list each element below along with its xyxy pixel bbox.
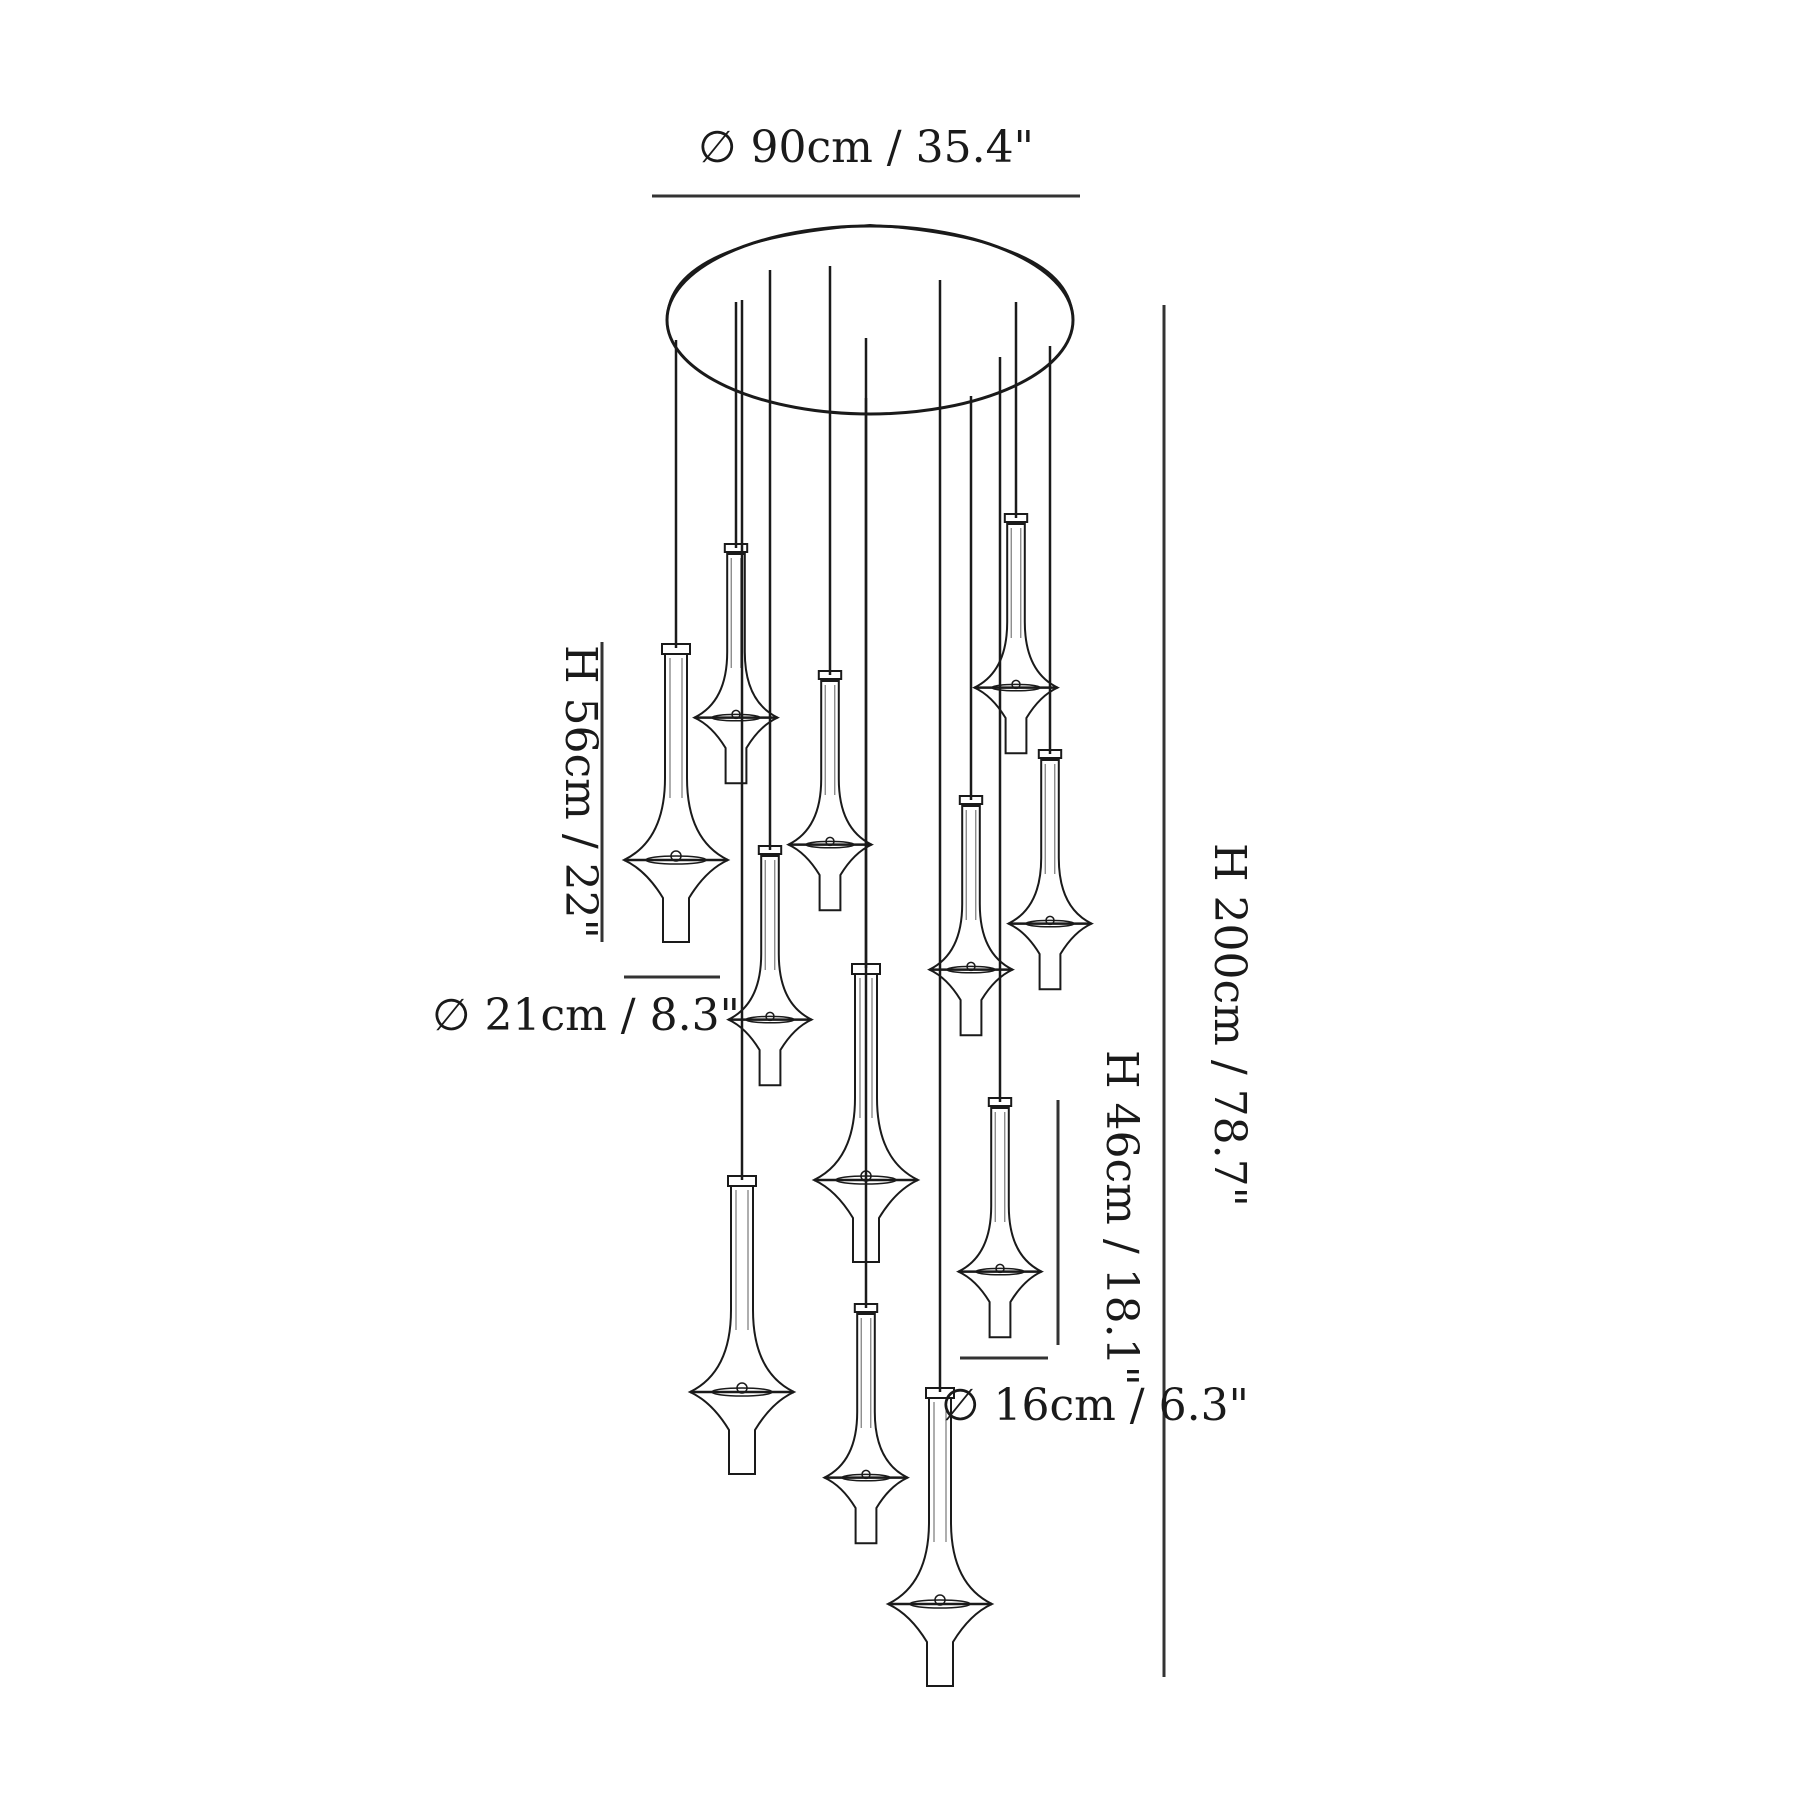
glass-shade xyxy=(687,1185,797,1475)
pendant-cap xyxy=(1003,513,1029,523)
pendant-light xyxy=(726,270,814,1087)
glass-shade xyxy=(1006,759,1094,991)
light-source xyxy=(995,1263,1005,1274)
pendant-light xyxy=(972,302,1060,755)
glass-shade xyxy=(726,855,814,1087)
light-source xyxy=(825,836,835,847)
pendant-light xyxy=(687,300,797,1475)
pendant-cap xyxy=(757,845,783,855)
large-pendant-diameter-label: ∅ 21cm / 8.3" xyxy=(432,990,740,1041)
pendant-light xyxy=(786,266,874,912)
rim-ring xyxy=(645,855,707,865)
pendant-cap xyxy=(1037,749,1063,759)
glass-shade xyxy=(885,1397,995,1687)
rim-ring xyxy=(745,1015,795,1024)
glass-shade xyxy=(822,1313,910,1545)
rim-ring xyxy=(711,713,761,722)
light-source xyxy=(1011,679,1021,690)
rim-ring xyxy=(991,683,1041,692)
pendant-light xyxy=(885,280,995,1687)
glass-shade xyxy=(811,973,921,1263)
light-source xyxy=(934,1594,946,1606)
light-source xyxy=(731,709,741,720)
canopy-diameter-dimension: ∅ 90cm / 35.4" xyxy=(652,122,1080,198)
pendant-light xyxy=(692,302,780,785)
large-pendant-height-label: H 56cm / 22" xyxy=(555,645,606,939)
small-pendant-diameter-label: ∅ 16cm / 6.3" xyxy=(941,1380,1249,1431)
small-pendant-height-dimension: H 46cm / 18.1" xyxy=(1056,1050,1147,1386)
pendant-light xyxy=(621,340,731,943)
total-height-dimension: H 200cm / 78.7" xyxy=(1162,305,1255,1677)
glass-shade xyxy=(621,653,731,943)
light-source xyxy=(1045,915,1055,926)
pendant-cap xyxy=(853,1303,879,1313)
glass-shade xyxy=(927,805,1015,1037)
glass-shade xyxy=(692,553,780,785)
ceiling-canopy xyxy=(665,223,1075,416)
pendant-light xyxy=(927,396,1015,1037)
glass-shade xyxy=(956,1107,1044,1339)
rim-ring xyxy=(909,1599,971,1609)
canopy-diameter-label: ∅ 90cm / 35.4" xyxy=(698,122,1034,173)
light-source xyxy=(736,1382,748,1394)
pendant-group xyxy=(621,266,1094,1687)
glass-shade xyxy=(786,680,874,912)
pendant-light xyxy=(1006,346,1094,991)
small-pendant-diameter-dimension: ∅ 16cm / 6.3" xyxy=(941,1356,1249,1431)
rim-ring xyxy=(841,1473,891,1482)
pendant-light xyxy=(822,398,910,1545)
small-pendant-height-label: H 46cm / 18.1" xyxy=(1096,1050,1147,1386)
pendant-cap xyxy=(958,795,984,805)
glass-shade xyxy=(972,523,1060,755)
light-source xyxy=(670,850,682,862)
pendant-cap xyxy=(723,543,749,553)
large-pendant-diameter-dimension: ∅ 21cm / 8.3" xyxy=(432,975,740,1041)
rim-ring xyxy=(711,1387,773,1397)
light-source xyxy=(861,1469,871,1480)
pendant-cap xyxy=(817,670,843,680)
total-height-label: H 200cm / 78.7" xyxy=(1204,843,1255,1207)
rim-ring xyxy=(1025,919,1075,928)
rim-ring xyxy=(946,965,996,974)
light-source xyxy=(765,1011,775,1022)
rim-ring xyxy=(975,1267,1025,1276)
pendant-cap xyxy=(987,1097,1013,1107)
pendant-light xyxy=(956,357,1044,1339)
rim-ring xyxy=(805,840,855,849)
large-pendant-height-dimension: H 56cm / 22" xyxy=(555,642,606,942)
light-source xyxy=(966,961,976,972)
